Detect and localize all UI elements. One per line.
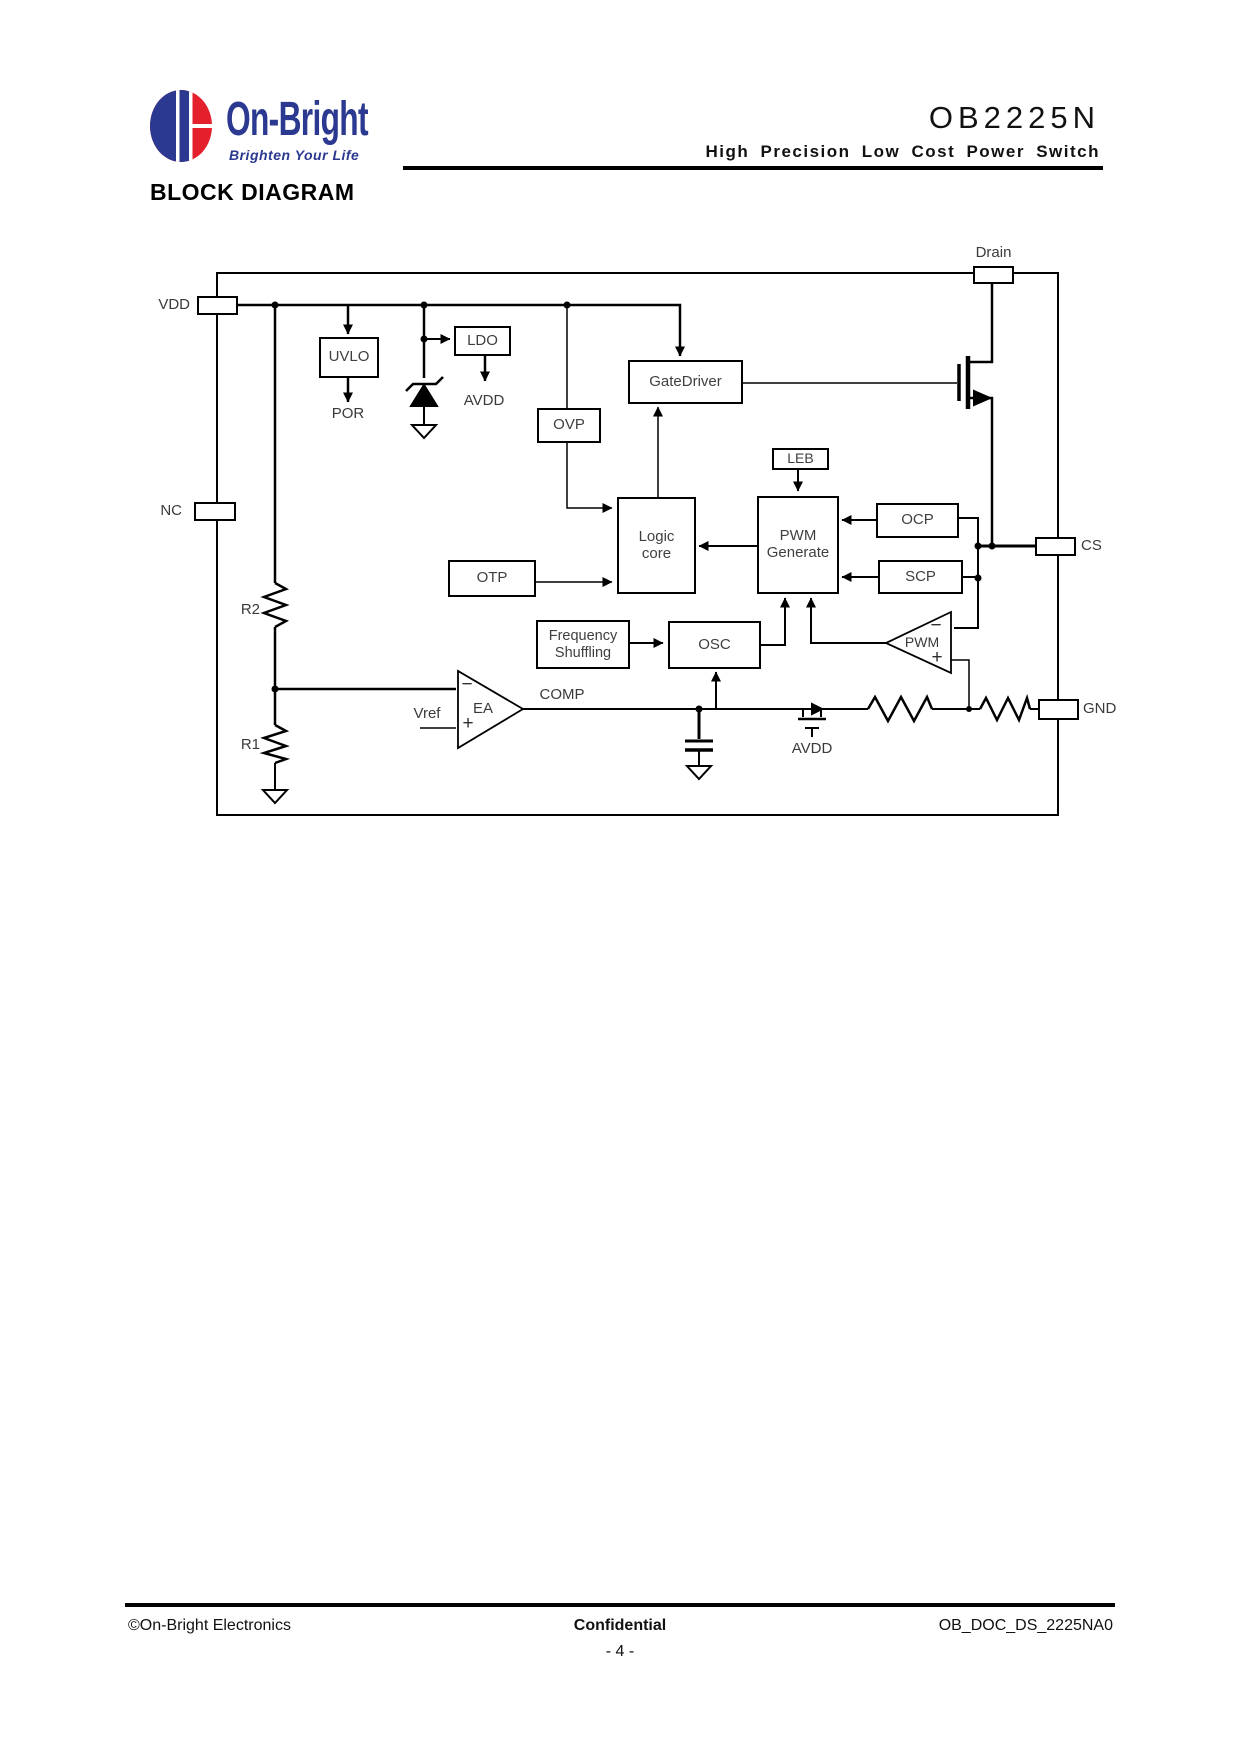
mosfet-drain-wire <box>970 284 994 364</box>
pin-label-drain: Drain <box>975 244 1012 261</box>
ground-symbol-r1 <box>260 789 290 805</box>
mosfet-source-arrow <box>973 389 993 407</box>
brand-wordmark: On-Bright <box>226 93 369 146</box>
label-ea-plus: + <box>462 713 474 734</box>
onbright-logo-icon <box>150 90 212 162</box>
block-pwm-generate: PWM Generate <box>757 496 839 594</box>
section-title: BLOCK DIAGRAM <box>150 179 355 205</box>
wire-ovp-to-logic <box>566 443 613 513</box>
resistor-r1 <box>259 723 291 765</box>
label-ea: EA <box>472 700 493 717</box>
footer-confidential: Confidential <box>573 1617 667 1634</box>
pin-label-cs: CS <box>1081 537 1102 554</box>
ground-symbol-cap <box>684 765 714 781</box>
block-gatedriver: GateDriver <box>628 360 743 404</box>
block-freq-label-2: Shuffling <box>554 644 612 661</box>
label-avdd-switch: AVDD <box>791 740 833 757</box>
brand-tagline: Brighten Your Life <box>229 147 360 163</box>
label-ea-minus: − <box>461 674 473 695</box>
pin-label-gnd: GND <box>1083 700 1117 717</box>
wire-ocp-scp-chain <box>954 517 979 629</box>
label-pwm-comparator: PWM <box>904 634 940 650</box>
pin-gnd <box>1038 699 1079 720</box>
label-por: POR <box>331 405 365 422</box>
footer-copyright: ©On-Bright Electronics <box>128 1617 291 1634</box>
doc-subtitle: High Precision Low Cost Power Switch <box>705 142 1100 161</box>
block-freq-label-1: Frequency <box>548 628 618 645</box>
label-pwm-minus: − <box>930 615 942 636</box>
block-logic-core: Logic core <box>617 497 696 594</box>
block-osc: OSC <box>668 621 761 669</box>
vdd-rail <box>237 303 685 357</box>
wire-comp-to-pwmgen <box>806 597 886 644</box>
block-ovp-label: OVP <box>553 416 585 434</box>
block-ocp: OCP <box>876 503 959 538</box>
block-otp: OTP <box>448 560 536 597</box>
label-r1: R1 <box>240 736 260 753</box>
ground-symbol-zener <box>409 424 439 440</box>
mosfet-source-wire <box>968 396 994 544</box>
block-logic-label-1: Logic <box>638 527 675 545</box>
pin-nc <box>194 502 236 521</box>
label-avdd-ldo: AVDD <box>463 392 505 409</box>
block-pwmgen-label-2: Generate <box>766 544 830 561</box>
block-ldo: LDO <box>454 326 511 356</box>
label-comp: COMP <box>539 686 585 703</box>
block-ocp-label: OCP <box>901 511 934 529</box>
block-ldo-label: LDO <box>467 331 498 349</box>
pin-label-nc: NC <box>160 502 182 519</box>
resistor-r2 <box>260 581 290 629</box>
pin-vdd <box>197 296 238 315</box>
avdd-switch-gate-t <box>805 727 819 737</box>
block-otp-label: OTP <box>476 569 508 587</box>
junction-dots <box>271 301 996 713</box>
ea-amplifier-symbol <box>457 669 525 750</box>
block-ovp: OVP <box>537 408 601 443</box>
block-leb: LEB <box>772 448 829 470</box>
label-r2: R2 <box>240 601 260 618</box>
pin-cs <box>1035 537 1076 556</box>
label-pwm-plus: + <box>931 647 943 668</box>
footer-doc-id: OB_DOC_DS_2225NA0 <box>938 1617 1113 1634</box>
resistor-comp1 <box>866 694 934 724</box>
pin-label-vdd: VDD <box>158 296 190 313</box>
zener-diode-symbol <box>409 383 439 407</box>
block-frequency-shuffling: Frequency Shuffling <box>536 620 630 669</box>
wire-pwm-plus <box>951 659 970 707</box>
block-gatedriver-label: GateDriver <box>649 372 722 390</box>
block-scp-label: SCP <box>905 567 936 585</box>
block-pwmgen-label-1: PWM <box>779 527 817 545</box>
block-uvlo-label: UVLO <box>328 348 370 366</box>
footer-rule <box>125 1603 1115 1607</box>
resistor-comp2 <box>978 693 1032 724</box>
block-leb-label: LEB <box>787 450 814 467</box>
header-rule <box>403 166 1103 170</box>
block-logic-label-2: core <box>641 544 672 562</box>
pwm-comparator-symbol <box>883 610 952 675</box>
wire-osc-to-pwmgen <box>761 597 790 646</box>
pin-drain <box>973 266 1014 284</box>
avdd-switch-arrow <box>811 702 825 716</box>
footer-page-number: - 4 - <box>605 1643 635 1660</box>
block-osc-label: OSC <box>698 635 731 653</box>
block-uvlo: UVLO <box>319 337 379 378</box>
block-scp: SCP <box>878 560 963 594</box>
part-number: OB2225N <box>928 100 1100 135</box>
label-vref: Vref <box>413 705 441 722</box>
